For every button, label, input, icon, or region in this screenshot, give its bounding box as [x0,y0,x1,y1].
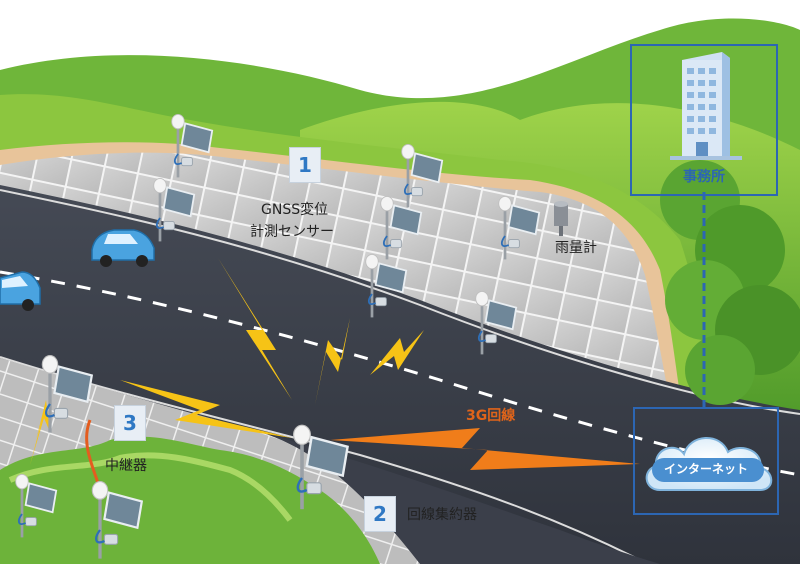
office-label: 事務所 [683,169,725,185]
gnss-sensor-unit [380,195,423,260]
signal-bolt-4 [120,380,292,438]
sensor-group [15,113,541,559]
office-building-icon [670,52,742,160]
gnss-sensor-unit [41,355,94,433]
foreground-bushes [0,436,380,564]
rain-gauge-label: 雨量計 [555,240,597,256]
gnss-sensor-unit [153,177,196,242]
road-edge-upper [0,189,800,415]
gnss-sensor-unit [365,253,408,318]
gnss-sensor-unit [498,195,541,260]
signal-bolt-3 [370,330,424,375]
gnss-sensor-unit [401,143,444,208]
gnss-sensor-unit [475,290,518,355]
internet-label: インターネット [663,462,748,476]
repeater-label: 中継器 [105,458,147,474]
lower-road [260,432,660,564]
marker-1: 1 [289,147,321,183]
gnss-sensor-unit [171,113,214,178]
gnss-sensor-unit [91,481,144,559]
car-icon [91,229,155,267]
gnss-label-line1: GNSS変位 [261,202,329,218]
marker-3: 3 [114,405,146,441]
gnss-sensor-unit [15,473,58,538]
office-box: 事務所 [630,44,778,196]
cloud-icon [645,437,773,491]
concentrator-label: 回線集約器 [407,507,477,523]
rain-gauge-icon [554,201,568,236]
gnss-sensor-unit [292,424,349,510]
signal-3g-bolt [330,428,640,470]
main-road [0,185,800,564]
signal-bolt-5 [30,400,50,465]
signal-bolt-2 [315,318,350,405]
car-icon [0,271,41,311]
gnss-label-line2: 計測センサー [250,224,334,240]
foreground-bushes-highlight [8,452,293,522]
internet-box: インターネット [633,407,779,515]
marker-2: 2 [364,496,396,532]
road-centerline [0,270,800,477]
road-edge-lower [0,356,641,561]
3g-line-label: 3G回線 [466,408,516,424]
